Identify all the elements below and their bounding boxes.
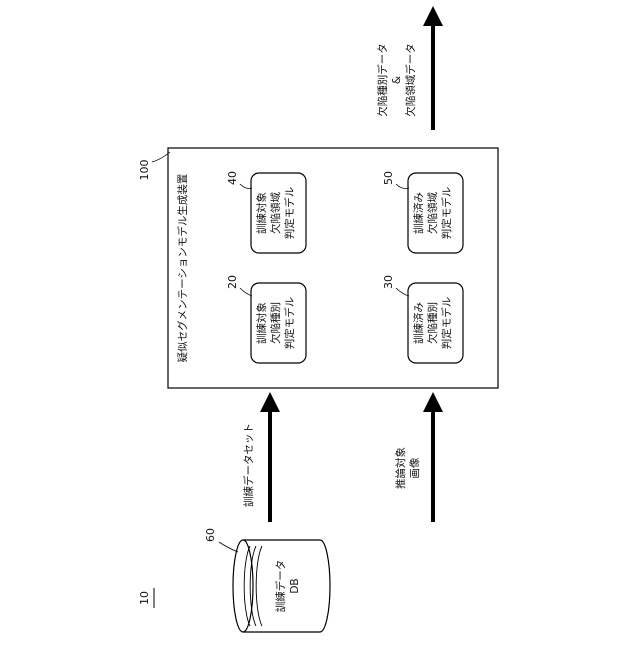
inference-input-flow: 推論対象 画像 <box>394 402 433 522</box>
model-30-line-1: 訓練済み <box>412 302 425 344</box>
database-60: 60 訓練データ DB <box>204 528 330 632</box>
db-ref-leader <box>219 542 238 552</box>
figure-ref-label: 10 <box>138 591 151 605</box>
output-line-1: 欠陥種別データ <box>376 43 389 117</box>
model-40-line-1: 訓練対象 <box>255 192 268 234</box>
model-50-line-1: 訓練済み <box>412 192 425 234</box>
model-50-line-3: 判定モデル <box>440 187 453 240</box>
output-flow: 欠陥種別データ & 欠陥領域データ <box>376 16 433 130</box>
model-40-line-3: 判定モデル <box>283 187 296 240</box>
model-30-line-3: 判定モデル <box>440 297 453 350</box>
model-20-line-1: 訓練対象 <box>255 302 268 344</box>
model-30-ref: 30 <box>382 275 395 289</box>
model-40-leader <box>240 184 252 189</box>
model-20-line-3: 判定モデル <box>283 297 296 350</box>
device-frame <box>168 148 498 388</box>
model-40-line-2: 欠陥領域 <box>269 192 282 234</box>
model-20: 20 訓練対象 欠陥種別 判定モデル <box>226 275 306 363</box>
model-30-line-2: 欠陥種別 <box>426 302 439 344</box>
device-ref: 100 <box>138 160 151 181</box>
training-data-flow: 訓練データセット <box>242 402 270 522</box>
model-50-line-2: 欠陥領域 <box>426 192 439 234</box>
figure-reference: 10 <box>138 588 154 608</box>
training-data-label: 訓練データセット <box>242 423 255 507</box>
model-20-leader <box>240 288 252 296</box>
model-40: 40 訓練対象 欠陥領域 判定モデル <box>226 171 306 253</box>
device-100: 100 疑似セグメンテーションモデル生成装置 <box>138 148 498 388</box>
model-20-ref: 20 <box>226 275 239 289</box>
device-title: 疑似セグメンテーションモデル生成装置 <box>176 174 189 363</box>
db-label-line-2: DB <box>289 578 301 593</box>
inference-input-line-2: 画像 <box>409 457 421 478</box>
model-30-leader <box>396 288 409 296</box>
device-ref-leader <box>152 152 170 162</box>
db-ref: 60 <box>204 528 217 542</box>
db-label-line-1: 訓練データ <box>274 560 287 613</box>
model-30: 30 訓練済み 欠陥種別 判定モデル <box>382 275 463 363</box>
model-40-ref: 40 <box>226 171 239 185</box>
model-20-line-2: 欠陥種別 <box>269 302 282 344</box>
model-50-leader <box>396 184 409 189</box>
model-50: 50 訓練済み 欠陥領域 判定モデル <box>382 171 463 253</box>
output-line-2: & <box>391 76 403 84</box>
inference-input-line-1: 推論対象 <box>394 447 407 489</box>
output-line-3: 欠陥領域データ <box>404 43 417 117</box>
model-50-ref: 50 <box>382 171 395 185</box>
